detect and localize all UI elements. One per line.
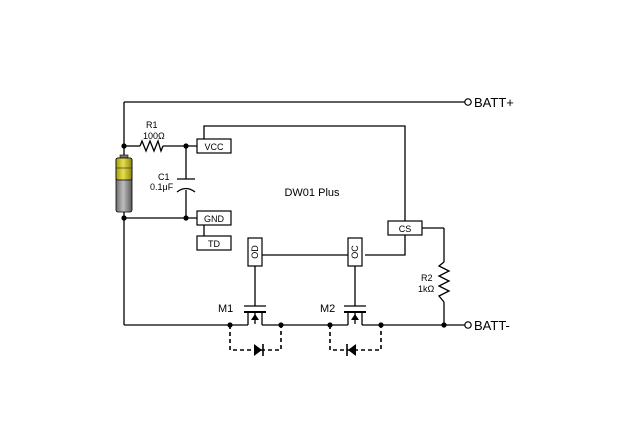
m1-label: M1 (218, 303, 233, 315)
pin-oc-label: OC (350, 245, 360, 259)
pin-vcc-box (196, 138, 232, 154)
battery-cell (115, 154, 133, 213)
batt-minus-label: BATT- (474, 318, 510, 333)
pin-gnd-box (196, 210, 232, 226)
pin-td-box (196, 235, 232, 251)
r1-ref: R1 (146, 120, 158, 130)
chip-name: DW01 Plus (284, 187, 340, 199)
r1-resistor (139, 139, 164, 153)
wires (123, 101, 465, 326)
pin-td-label: TD (208, 239, 220, 249)
c1-value: 0.1μF (150, 182, 174, 192)
m2-label: M2 (320, 303, 335, 315)
r2-resistor (437, 261, 451, 303)
batt-plus-terminal (464, 98, 472, 106)
pin-od-box (247, 237, 263, 267)
junction-dots (121, 143, 447, 328)
r1-value: 100Ω (143, 131, 165, 141)
m1-mosfet (244, 305, 266, 325)
batt-plus-label: BATT+ (474, 95, 514, 110)
c1-capacitor (176, 178, 196, 193)
pin-oc-box (347, 237, 363, 267)
r2-value: 1kΩ (418, 284, 435, 294)
pin-gnd-label: GND (204, 214, 225, 224)
c1-ref: C1 (158, 172, 170, 182)
pin-cs-label: CS (399, 224, 412, 234)
m2-mosfet (344, 305, 366, 325)
r2-ref: R2 (421, 273, 433, 283)
pin-vcc-label: VCC (204, 142, 224, 152)
pin-cs-box (387, 220, 423, 236)
m2-body-diode (329, 325, 382, 356)
m1-body-diode (229, 325, 282, 356)
pin-od-label: OD (250, 245, 260, 259)
batt-minus-terminal (464, 321, 472, 329)
